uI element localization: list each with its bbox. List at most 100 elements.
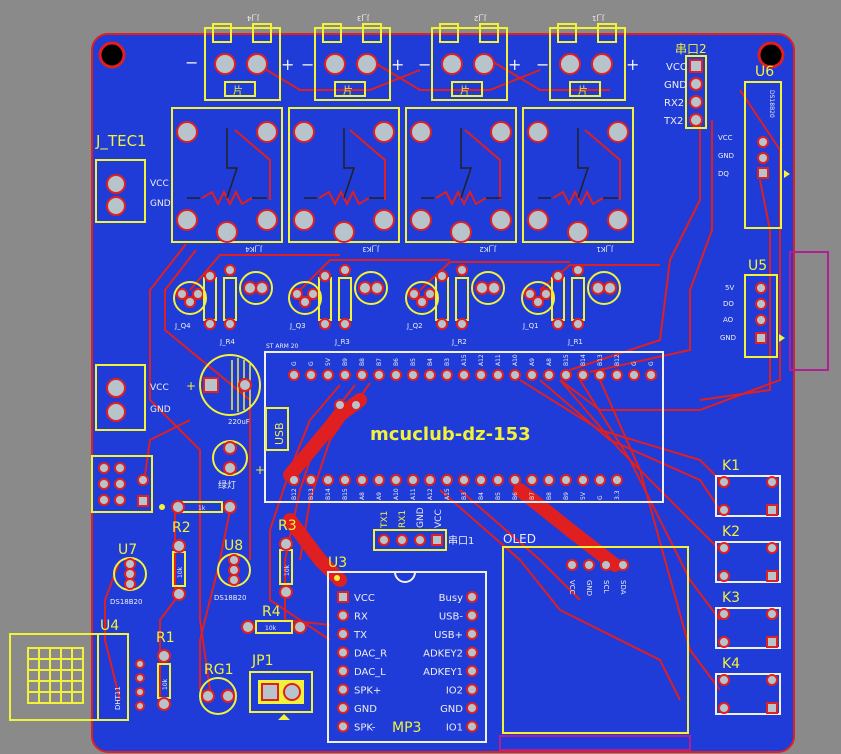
u3-right-pin-pad	[466, 665, 478, 677]
serial2-pin-tx2: TX2	[663, 116, 683, 127]
power2-vcc: VCC	[150, 383, 169, 393]
dht-grid-cell	[38, 647, 51, 660]
mcu-bottom-pin-pad	[475, 474, 487, 486]
mark-j1: 片	[578, 84, 588, 97]
driver3-r: J_R3	[334, 338, 350, 346]
serial1-label: 串口1	[448, 535, 474, 547]
serial2-pin-vcc: VCC	[666, 62, 687, 73]
u3-left-pin-label: GND	[354, 704, 377, 715]
u3-right-pin-pad	[466, 702, 478, 714]
r2-value: 10k	[177, 566, 184, 578]
mcu-bottom-pin-label: B6	[512, 492, 519, 500]
dht-grid-cell	[49, 647, 62, 660]
mcu-top-pin-pad	[611, 369, 623, 381]
mcu-top-pin-label: G	[648, 361, 655, 366]
u3-right-pin-pad	[466, 646, 478, 659]
label-j1: J_J1	[592, 14, 605, 22]
u4-model: DHT11	[114, 686, 122, 710]
u6-label: U6	[755, 64, 774, 80]
mcu-top-pin-pad	[475, 369, 487, 381]
key-k4[interactable]: K4	[715, 656, 781, 715]
power2-plus: +	[186, 379, 196, 393]
mcu-bottom-pin-pad	[322, 474, 334, 486]
mcu-top-pin-pad	[322, 369, 334, 381]
u7-sensor: U7 DS18B20	[110, 542, 147, 606]
r3-value: 10k	[284, 564, 291, 576]
mcu-bottom-pin-label: A8	[359, 492, 366, 500]
dht-grid-cell	[71, 658, 84, 671]
mcu-top-pin-label: A10	[512, 354, 519, 366]
mcu-top-pin-label: A9	[529, 358, 536, 366]
u7-model: DS18B20	[110, 598, 142, 606]
mcu-top-pin-label: G	[631, 361, 638, 366]
driver1-r: J_R1	[567, 338, 583, 346]
mcu-top-pin-label: A11	[495, 354, 502, 366]
mcu-bottom-pin-pad	[526, 474, 538, 486]
mcu-top-pin-pad	[543, 369, 555, 381]
dht-grid-cell	[38, 691, 51, 704]
mcu-top-pin-label: A15	[461, 354, 468, 366]
u3-left-pin-pad	[337, 683, 349, 696]
mcu-top-pin-pad	[645, 369, 657, 381]
u3-right-pin-pad	[466, 628, 478, 640]
u3-right-pin-label: Busy	[439, 593, 463, 604]
relay-jk2: J_JK2	[405, 107, 517, 253]
r2-label: R2	[172, 520, 191, 536]
mcu-bottom-pin-pad	[288, 474, 300, 486]
relay-jk3: J_JK3	[288, 107, 400, 253]
u3-left-pin-pad	[337, 628, 349, 640]
relay-jk1: J_JK1	[522, 107, 634, 253]
u5-pin-5v: 5V	[725, 284, 734, 292]
switch-block	[91, 455, 153, 513]
serial2-pin-rx2: RX2	[664, 98, 684, 109]
oled-module: OLED VCC GND SCL SDA	[502, 532, 689, 734]
r4-label: R4	[262, 604, 281, 620]
mark-j2: 片	[460, 84, 470, 97]
key-k1[interactable]: K1	[715, 458, 781, 517]
rg1-sensor: RG1	[199, 662, 237, 715]
key-k3[interactable]: K3	[715, 590, 781, 649]
mcu-top-pin-label: 5V	[325, 357, 332, 366]
mcu-top-pin-pad	[441, 369, 453, 381]
mcu-bottom-pin-pad	[424, 474, 436, 486]
dht-grid-cell	[71, 680, 84, 693]
driver4-r: J_R4	[219, 338, 235, 346]
oled-pin-gnd: GND	[585, 580, 593, 596]
serial1-pin-rx1: RX1	[398, 510, 408, 528]
mcu-top-pin-label: B4	[427, 358, 434, 366]
mcu-top-pin-pad	[594, 369, 606, 381]
driver-4: J_Q4 J_R4	[173, 264, 273, 346]
dht-grid-cell	[27, 647, 40, 660]
dht-grid-cell	[60, 647, 73, 660]
u3-right-pin-label: IO1	[446, 723, 463, 734]
overlay-right	[789, 251, 829, 371]
u3-right-pin-pad	[466, 591, 478, 603]
dht-grid-cell	[27, 658, 40, 671]
key-k2[interactable]: K2	[715, 524, 781, 583]
mark-j4: 片	[233, 84, 243, 97]
mcu-bottom-pin-label: B15	[342, 488, 349, 500]
connector-j4: J_J4 − + 片	[185, 14, 294, 101]
top-connectors: J_J4 − + 片 J_J3 − + 片 J_J2 − + 片	[185, 14, 639, 101]
relay-row: J_JK4 J_JK3 J_JK2 J_JK1	[171, 107, 634, 253]
u3-right-pin-pad	[466, 720, 478, 733]
label-j3: J_J3	[357, 14, 370, 22]
dht-grid-cell	[27, 691, 40, 704]
jp1-jack: JP1	[249, 653, 313, 720]
u4-dht11: U4 DHT11	[9, 618, 145, 721]
mcu-top-pin-label: B9	[342, 358, 349, 366]
u3-left-pin-pad	[337, 702, 349, 714]
trace-group	[104, 59, 781, 701]
mcu-bottom-pin-pad	[441, 474, 453, 486]
k1-label: K1	[722, 458, 740, 474]
mcu-top-pin-pad	[526, 369, 538, 381]
serial1: TX1 RX1 GND VCC 串口1	[373, 507, 474, 551]
u3-right-pin-label: IO2	[446, 686, 463, 697]
mcu-bottom-pin-label: B13	[308, 488, 315, 500]
dht-grid-cell	[60, 669, 73, 682]
serial1-pin-tx1: TX1	[380, 511, 390, 529]
